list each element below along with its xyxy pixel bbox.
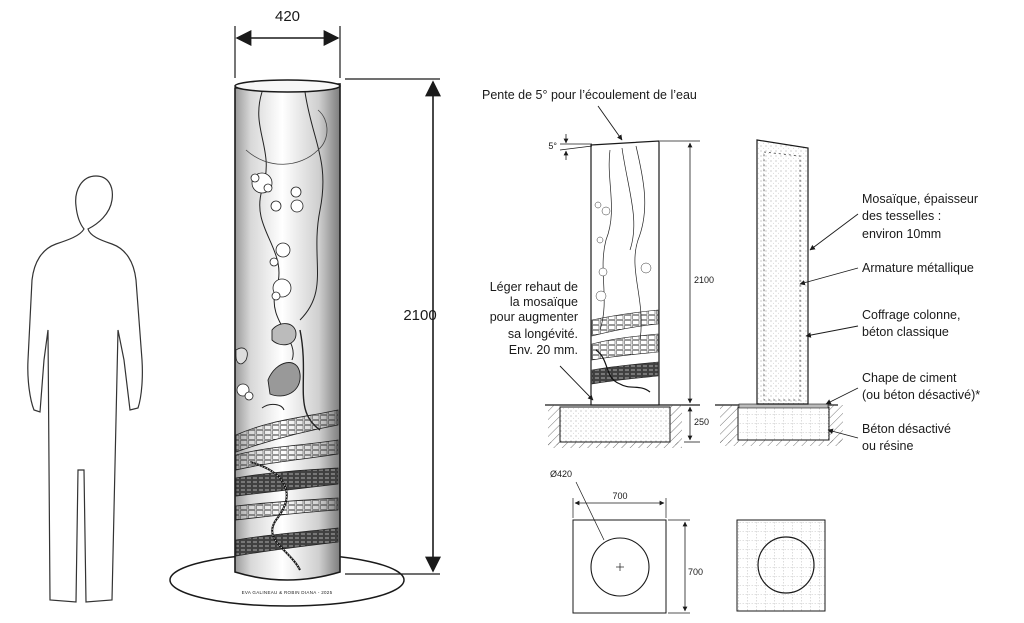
height-label: 2100 — [403, 307, 436, 324]
svg-text:environ 10mm: environ 10mm — [862, 227, 941, 241]
diameter-label: Ø420 — [550, 469, 572, 479]
slope-note: Pente de 5° pour l’écoulement de l’eau — [482, 88, 697, 102]
width-label: 420 — [275, 8, 300, 25]
human-silhouette — [27, 175, 143, 603]
svg-text:ou résine: ou résine — [862, 439, 913, 453]
width-dimension: 420 — [234, 8, 341, 78]
signature: EVA GALINEAU & ROBIN DIANA - 2025 — [242, 590, 333, 595]
square-side-label: 700 — [688, 567, 703, 577]
elevation-view: 5° 2100 250 — [545, 134, 714, 448]
footing-depth-label: 250 — [694, 417, 709, 427]
section-view — [715, 139, 843, 446]
svg-text:Léger rehaut de: Léger rehaut de — [490, 280, 578, 294]
svg-text:sa longévité.: sa longévité. — [508, 327, 578, 341]
plan-view-left: 700 700 Ø420 — [550, 469, 703, 614]
main-column: EVA GALINEAU & ROBIN DIANA - 2025 — [169, 79, 405, 607]
right-notes: Mosaïque, épaisseur des tesselles : envi… — [862, 192, 980, 453]
svg-text:Mosaïque, épaisseur: Mosaïque, épaisseur — [862, 192, 978, 206]
svg-text:Armature métallique: Armature métallique — [862, 261, 974, 275]
relief-note: Léger rehaut de la mosaïque pour augment… — [490, 280, 578, 357]
svg-text:des tesselles :: des tesselles : — [862, 209, 941, 223]
svg-text:pour augmenter: pour augmenter — [490, 310, 578, 324]
plan-view-right — [736, 519, 826, 612]
svg-text:Chape de ciment: Chape de ciment — [862, 371, 957, 385]
svg-text:Env. 20 mm.: Env. 20 mm. — [509, 343, 578, 357]
square-top-label: 700 — [612, 491, 627, 501]
svg-text:(ou béton désactivé)*: (ou béton désactivé)* — [862, 388, 980, 402]
height-small-label: 2100 — [694, 275, 714, 285]
svg-text:Béton désactivé: Béton désactivé — [862, 422, 951, 436]
slope-angle-label: 5° — [548, 141, 557, 151]
svg-text:la mosaïque: la mosaïque — [510, 295, 578, 309]
height-dimension: 2100 — [345, 78, 441, 575]
svg-text:Coffrage colonne,: Coffrage colonne, — [862, 308, 960, 322]
svg-text:béton classique: béton classique — [862, 325, 949, 339]
